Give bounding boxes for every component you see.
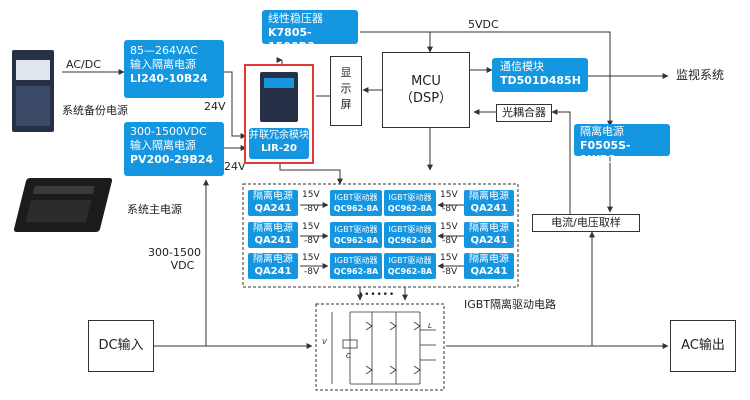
driver-row-2-left-drv: IGBT驱动器 QC962-8A [330, 253, 382, 279]
ac-supply-line1: 85—264VAC [130, 44, 198, 57]
redundancy-module-image [260, 72, 298, 122]
row-0-left-vplus: 15V [302, 190, 320, 200]
iso-model: QA241 [470, 235, 508, 246]
dc-supply-line2: 输入隔离电源 [130, 139, 196, 152]
v24-bottom-label: 24V [224, 160, 246, 173]
current-voltage-sampling: 电流/电压取样 [532, 214, 640, 232]
drv-model: QC962-8A [333, 267, 379, 276]
circuit-label-c: C [346, 352, 351, 360]
iso-model: QA241 [254, 235, 292, 246]
regulator-model: K7805-1500R3 [268, 26, 315, 53]
drv-text: IGBT驱动器 [334, 193, 378, 202]
row-1-right-vminus: -8V [442, 236, 458, 246]
drv-text: IGBT驱动器 [388, 225, 432, 234]
row-2-left-vplus: 15V [302, 253, 320, 263]
drv-text: IGBT驱动器 [388, 193, 432, 202]
drv-text: IGBT驱动器 [388, 256, 432, 265]
iso-text: 隔离电源 [469, 223, 509, 234]
drv-model: QC962-8A [387, 267, 433, 276]
main-supply-label: 系统主电源 [127, 203, 182, 216]
row-0-right-vminus: -8V [442, 204, 458, 214]
dc-supply-model: PV200-29B24 [130, 153, 214, 166]
ac-input-isolated-supply: 85—264VAC 输入隔离电源 LI240-10B24 [124, 40, 224, 98]
mcu-dsp: MCU （DSP） [382, 52, 470, 128]
driver-row-0-left-drv: IGBT驱动器 QC962-8A [330, 190, 382, 216]
mcu-line2: （DSP） [399, 91, 453, 106]
row-2-right-vminus: -8V [442, 267, 458, 277]
row-0-left-vminus: -8V [304, 204, 320, 214]
iso-model: QA241 [470, 266, 508, 277]
iso-model: QA241 [254, 203, 292, 214]
drv-model: QC962-8A [387, 204, 433, 213]
iso-model: QA241 [470, 203, 508, 214]
driver-row-1-left-drv: IGBT驱动器 QC962-8A [330, 222, 382, 248]
iso-text: 隔离电源 [253, 223, 293, 234]
hv-line1: 300-1500 [148, 246, 201, 259]
display-screen: 显 示 屏 [330, 56, 362, 126]
row-2-right-vplus: 15V [440, 253, 458, 263]
ac-dc-label: AC/DC [66, 58, 101, 71]
drv-text: IGBT驱动器 [334, 225, 378, 234]
dc-input-isolated-supply: 300-1500VDC 输入隔离电源 PV200-29B24 [124, 122, 224, 176]
drv-text: IGBT驱动器 [334, 256, 378, 265]
iso-model: QA241 [254, 266, 292, 277]
iso-text: 隔离电源 [469, 254, 509, 265]
dc-input: DC输入 [88, 320, 154, 372]
regulator-line1: 线性稳压器 [268, 12, 323, 25]
drv-model: QC962-8A [333, 204, 379, 213]
iso-right-model: F0505S-1WR3 [580, 139, 631, 166]
ac-supply-line2: 输入隔离电源 [130, 58, 196, 71]
row-1-right-vplus: 15V [440, 222, 458, 232]
monitor-system-label: 监视系统 [676, 68, 725, 82]
ac-output: AC输出 [670, 320, 736, 372]
redundancy-module-frame: 并联冗余模块 LIR-20 [244, 64, 314, 164]
hv-line2: VDC [170, 259, 195, 272]
isolated-supply-right: 隔离电源 F0505S-1WR3 [574, 124, 670, 166]
row-1-left-vplus: 15V [302, 222, 320, 232]
comm-line1: 通信模块 [500, 60, 544, 73]
row-1-left-vminus: -8V [304, 236, 320, 246]
iso-text: 隔离电源 [253, 191, 293, 202]
dc-supply-line1: 300-1500VDC [130, 125, 207, 138]
circuit-label-vd: V [322, 338, 327, 346]
igbt-bridge-schematic [331, 311, 436, 385]
ac-supply-model: LI240-10B24 [130, 72, 208, 85]
iso-text: 隔离电源 [469, 191, 509, 202]
linear-regulator: 线性稳压器 K7805-1500R3 [262, 10, 358, 53]
drv-model: QC962-8A [333, 236, 379, 245]
mcu-line1: MCU [411, 74, 441, 89]
optocoupler: 光耦合器 [496, 104, 552, 122]
backup-supply-label: 系统备份电源 [62, 104, 128, 117]
comm-model: TD501D485H [500, 74, 581, 87]
redundancy-model: LIR-20 [261, 143, 297, 154]
communication-module: 通信模块 TD501D485H [492, 58, 588, 92]
hv-label: 300-1500 VDC [148, 246, 201, 272]
drv-model: QC962-8A [387, 236, 433, 245]
circuit-label-l: L [428, 322, 432, 330]
iso-text: 隔离电源 [253, 254, 293, 265]
redundancy-line1: 并联冗余模块 [249, 130, 309, 141]
vdc5-label: 5VDC [468, 18, 499, 31]
row-2-left-vminus: -8V [304, 267, 320, 277]
v24-top-label: 24V [204, 100, 226, 113]
driver-row-0-right-drv: IGBT驱动器 QC962-8A [384, 190, 436, 216]
iso-right-line1: 隔离电源 [580, 125, 624, 138]
row-0-right-vplus: 15V [440, 190, 458, 200]
main-supply-image [13, 178, 113, 232]
driver-row-2-right-drv: IGBT驱动器 QC962-8A [384, 253, 436, 279]
driver-row-1-right-drv: IGBT驱动器 QC962-8A [384, 222, 436, 248]
backup-supply-image [12, 50, 54, 132]
redundancy-module-label: 并联冗余模块 LIR-20 [249, 128, 309, 159]
more-drivers-dots: • • • • • • [358, 290, 394, 300]
igbt-circuit-label: IGBT隔离驱动电路 [464, 298, 557, 311]
